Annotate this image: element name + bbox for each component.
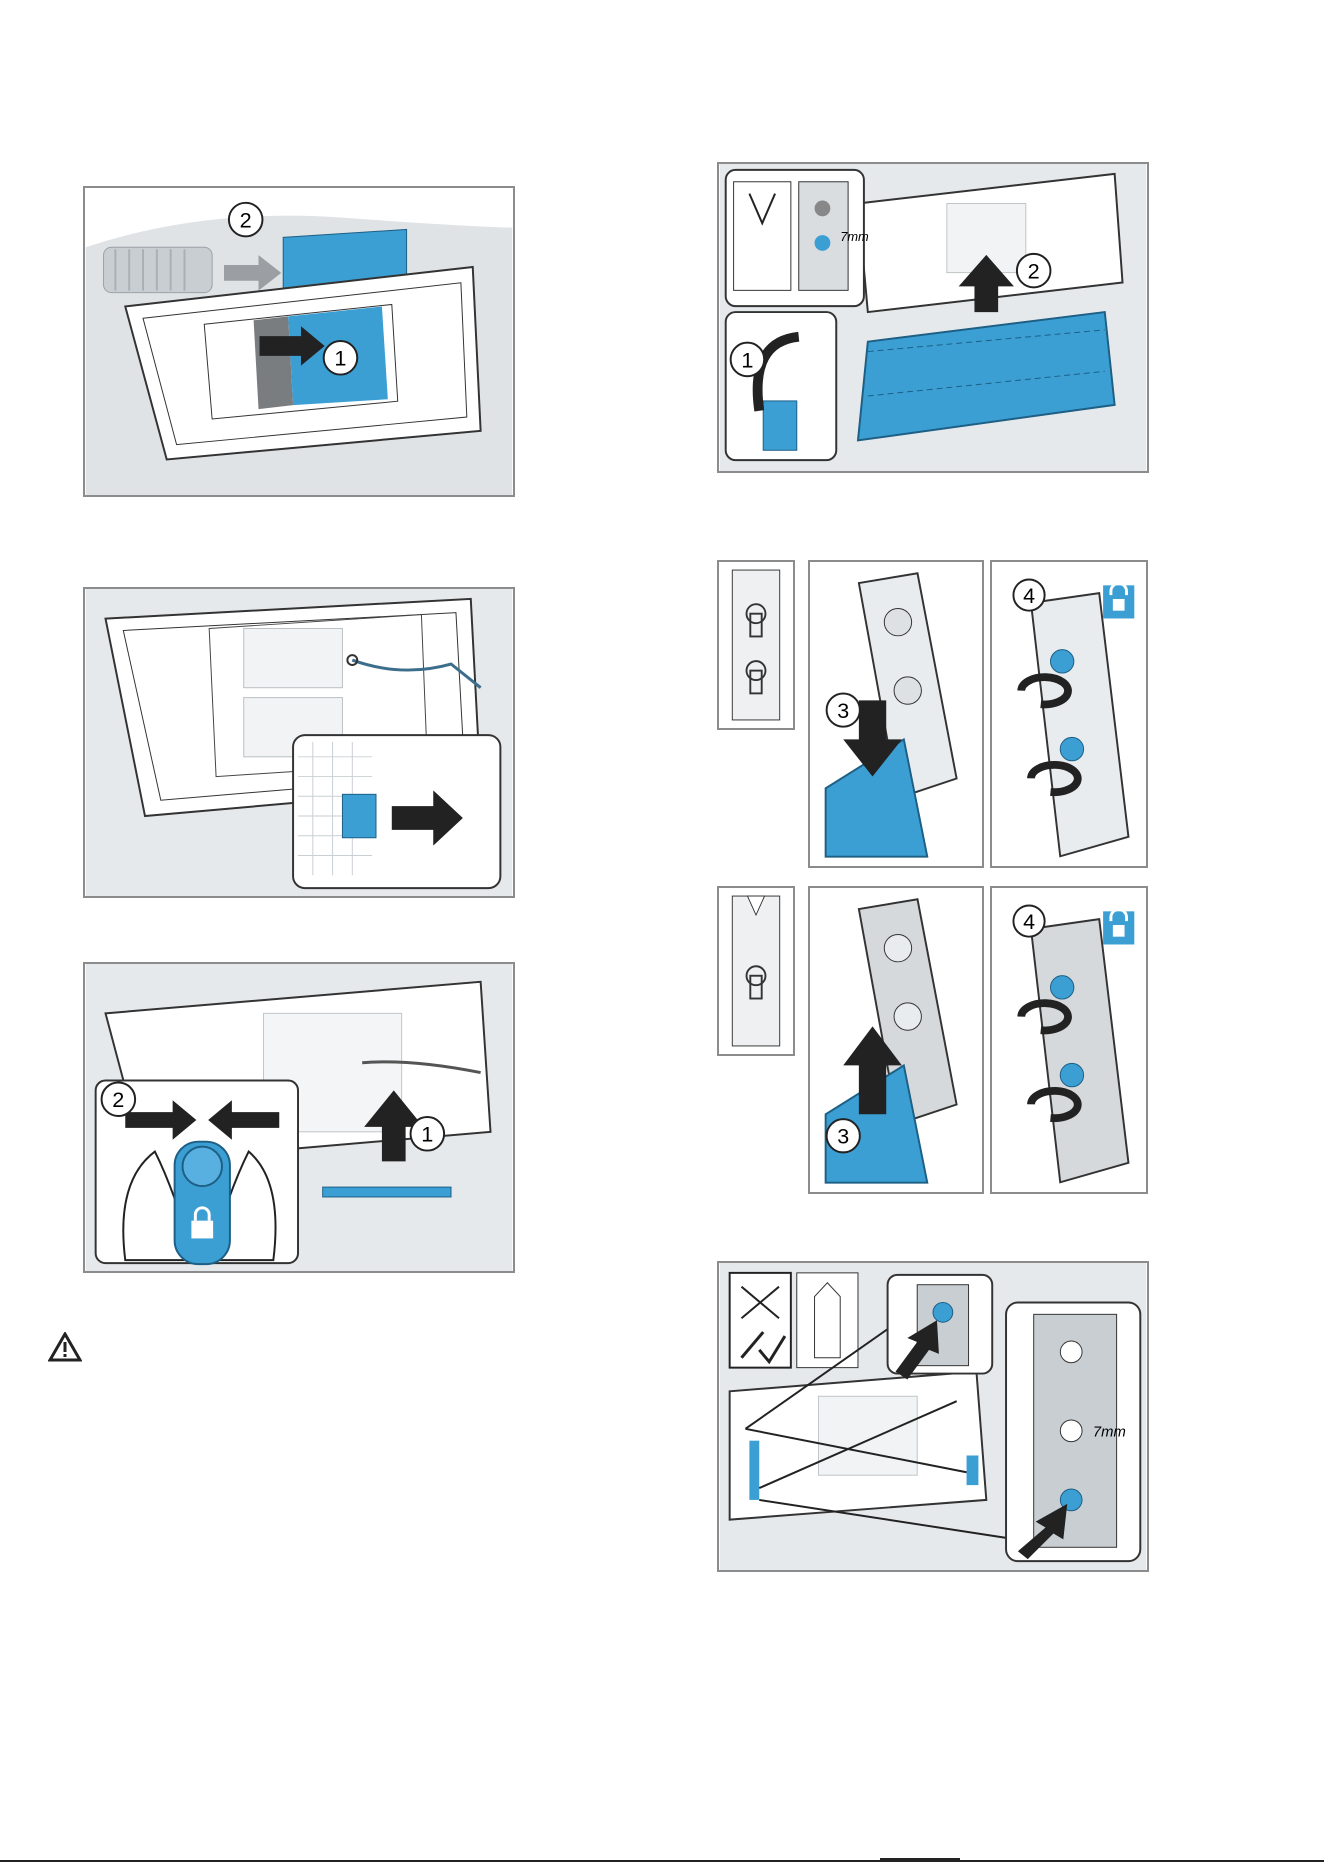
step-3-label: 3: [837, 699, 849, 723]
warning-icon: [48, 1332, 82, 1362]
step-2-label: 2: [112, 1087, 124, 1112]
figure-5-slide-panel: 3: [808, 560, 984, 868]
figure-6-strip: [717, 886, 795, 1056]
figure-3-panel: 1 2: [83, 962, 515, 1273]
step-1-label: 1: [334, 346, 346, 371]
step-1-label: 1: [421, 1122, 433, 1147]
figure-2-panel: [83, 587, 515, 898]
figure-7-panel: 7mm: [717, 1261, 1149, 1572]
step-3-label: 3: [837, 1125, 849, 1149]
step-1-label: 1: [741, 347, 753, 372]
figure-6-lock-panel: 4: [990, 886, 1148, 1194]
footer-tick: [880, 1858, 960, 1862]
lock-icon: [191, 1221, 213, 1239]
figure-6-slide-panel: 3: [808, 886, 984, 1194]
step-4-label: 4: [1023, 584, 1035, 608]
step-2-label: 2: [240, 207, 252, 232]
screw-icon: [1060, 1420, 1082, 1442]
figure-5-strip: [717, 560, 795, 730]
screw-icon: [1060, 1341, 1082, 1363]
step-2-label: 2: [1028, 259, 1040, 284]
figure-4-panel: 2 7mm 1: [717, 162, 1149, 473]
dimension-label: 7mm: [840, 229, 869, 244]
footer-rule: [0, 1860, 1324, 1862]
step-4-label: 4: [1023, 910, 1035, 934]
figure-5-lock-panel: 4: [990, 560, 1148, 868]
dimension-label: 7mm: [1093, 1425, 1126, 1441]
figure-1-panel: 1 2: [83, 186, 515, 497]
